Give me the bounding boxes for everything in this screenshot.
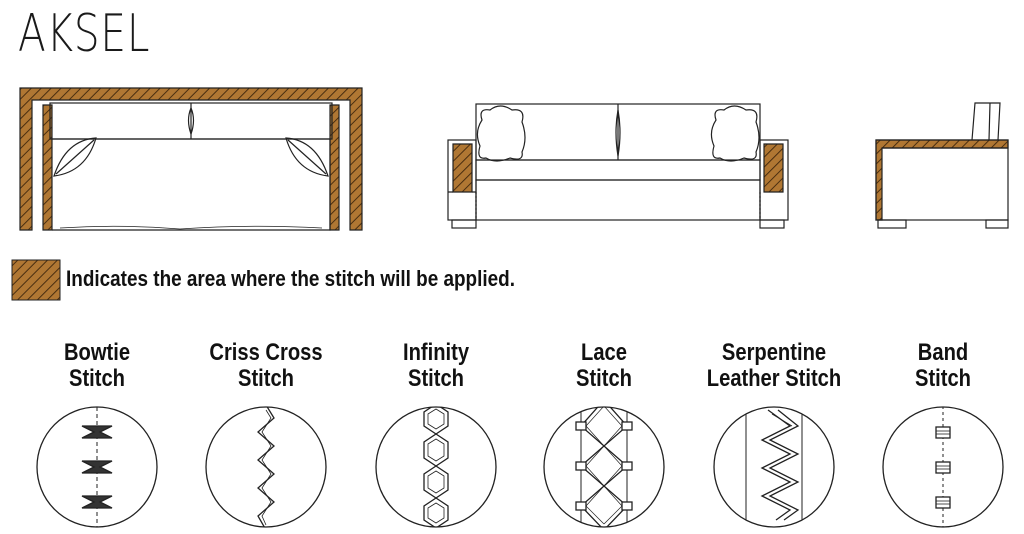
sofa-front-view <box>447 103 789 229</box>
sofa-top-view <box>19 87 363 231</box>
label-line: Serpentine <box>721 339 827 366</box>
criss-cross-stitch-label: Criss Cross Stitch <box>195 340 338 392</box>
serpentine-leather-stitch-label: Serpentine Leather Stitch <box>703 340 846 392</box>
label-line: Infinity <box>402 339 470 366</box>
label-line: Leather Stitch <box>706 365 842 392</box>
page-title: AKSEL <box>18 4 151 64</box>
label-line: Stitch <box>914 365 971 392</box>
bowtie-stitch-label: Bowtie Stitch <box>26 340 169 392</box>
infinity-stitch-label: Infinity Stitch <box>365 340 508 392</box>
sofa-side-view <box>875 102 1009 229</box>
label-line: Criss Cross <box>209 339 323 366</box>
label-line: Band <box>917 339 969 366</box>
label-line: Bowtie <box>63 339 131 366</box>
criss-cross-stitch-icon <box>205 406 327 528</box>
infinity-stitch-icon <box>375 406 497 528</box>
band-stitch-icon <box>882 406 1004 528</box>
lace-stitch-label: Lace Stitch <box>533 340 676 392</box>
legend-swatch <box>11 259 61 301</box>
band-stitch-label: Band Stitch <box>872 340 1015 392</box>
bowtie-stitch-icon <box>36 406 158 528</box>
label-line: Stitch <box>407 365 464 392</box>
label-line: Stitch <box>68 365 125 392</box>
label-line: Lace <box>581 339 627 366</box>
lace-stitch-icon <box>543 406 665 528</box>
legend-text: Indicates the area where the stitch will… <box>66 266 515 291</box>
label-line: Stitch <box>575 365 632 392</box>
label-line: Stitch <box>237 365 294 392</box>
serpentine-leather-stitch-icon <box>713 406 835 528</box>
